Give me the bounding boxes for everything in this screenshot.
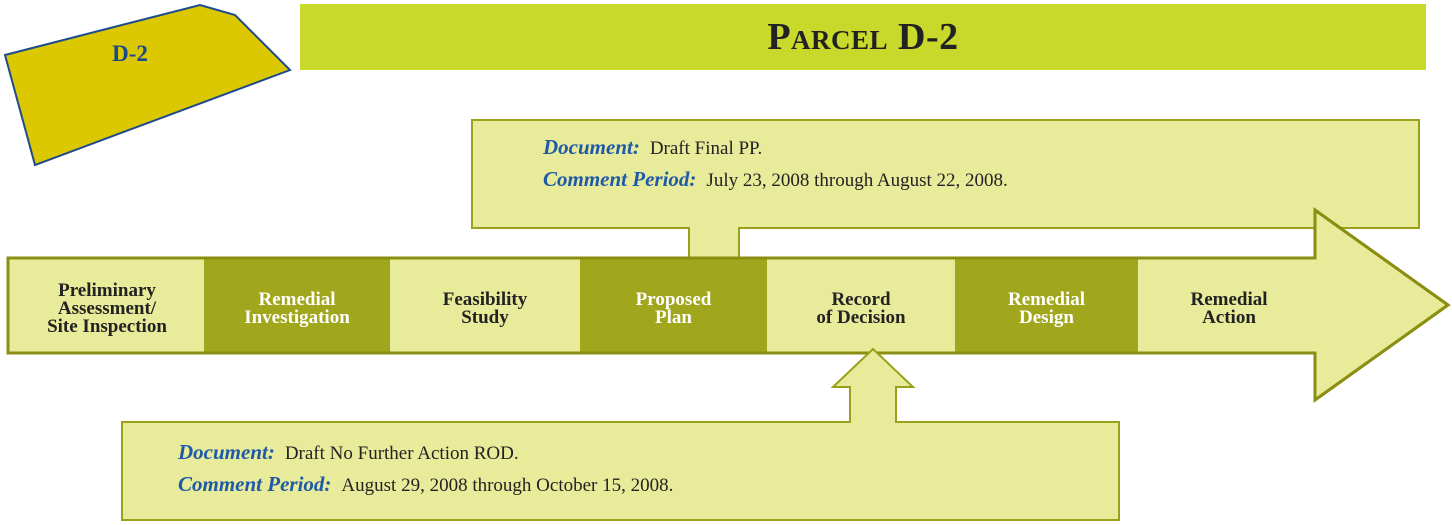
bottom-callout-document-value: Draft No Further Action ROD.: [284, 443, 519, 464]
bottom-callout-period-row: Comment Period: August 29, 2008 through O…: [178, 469, 673, 501]
top-callout-period-value: July 23, 2008 through August 22, 2008.: [706, 170, 1008, 191]
bottom-callout-shape: [121, 347, 1120, 521]
top-callout-period-row: Comment Period: July 23, 2008 through Aug…: [543, 164, 1008, 196]
process-step-label: Record of Decision: [816, 289, 906, 328]
process-step-background: [580, 259, 767, 352]
top-callout-document-value: Draft Final PP.: [649, 138, 763, 159]
top-callout: Document: Draft Final PP. Comment Period:…: [543, 132, 1008, 196]
parcel-shape: [3, 3, 292, 167]
page-title: Parcel D-2: [767, 16, 959, 58]
process-step-background: [390, 259, 580, 352]
bottom-callout-document-label: Document:: [178, 440, 275, 464]
process-step-label: Remedial Design: [1007, 289, 1086, 328]
process-step-background: [204, 259, 390, 352]
bottom-callout-period-value: August 29, 2008 through October 15, 2008…: [341, 475, 674, 496]
process-step-background: [10, 259, 204, 352]
bottom-callout-document-row: Document: Draft No Further Action ROD.: [178, 437, 673, 469]
top-callout-document-row: Document: Draft Final PP.: [543, 132, 1008, 164]
parcel-badge-label: D-2: [112, 41, 148, 66]
process-step-label: Remedial Action: [1190, 289, 1268, 328]
top-callout-document-label: Document:: [543, 135, 640, 159]
title-banner: Parcel D-2: [300, 4, 1426, 70]
process-step-background: [955, 259, 1138, 352]
process-step-label: Proposed Plan: [635, 289, 712, 328]
process-arrow-frame: [6, 207, 1451, 403]
process-step-label: Preliminary Assessment/ Site Inspection: [47, 280, 167, 337]
top-callout-period-label: Comment Period:: [543, 167, 697, 191]
bottom-callout-period-label: Comment Period:: [178, 472, 332, 496]
process-step-label: Feasibility Study: [442, 289, 528, 328]
process-step-background: [767, 259, 955, 352]
bottom-callout: Document: Draft No Further Action ROD. Co…: [178, 437, 673, 501]
process-step-label: Remedial Investigation: [244, 289, 350, 328]
process-step-backgrounds: [10, 259, 1138, 352]
